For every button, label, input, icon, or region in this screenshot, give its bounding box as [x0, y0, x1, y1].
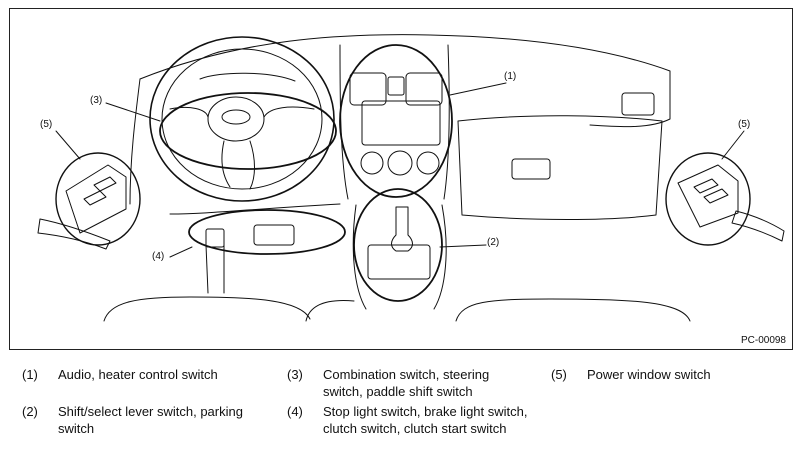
leader-line-4 — [169, 246, 193, 258]
callout-label-4: (4) — [152, 251, 165, 262]
left-door-trim — [37, 218, 111, 250]
legend-text: Shift/select lever switch, parking switc… — [58, 404, 243, 436]
callout-label-3: (3) — [90, 95, 103, 106]
leader-line-5-right — [721, 130, 745, 160]
inset-left-window-switch — [55, 152, 141, 246]
dash-lower-edge — [129, 78, 341, 215]
legend-text: Power window switch — [587, 367, 711, 382]
legend-number: (5) — [551, 367, 567, 382]
steering-wheel-rim — [149, 36, 335, 202]
console-sides — [352, 204, 447, 310]
leader-line-1 — [449, 82, 507, 96]
leader-line-2 — [439, 244, 487, 248]
legend-number: (3) — [287, 367, 303, 382]
legend: (1) Audio, heater control switch (2) Shi… — [0, 366, 804, 459]
hvac-knob-right — [416, 151, 440, 175]
dashboard-outline — [139, 34, 671, 128]
glove-box-handle — [511, 158, 551, 180]
callout-label-1: (1) — [504, 71, 517, 82]
left-switch-buttons — [83, 176, 117, 206]
pedal-post — [205, 244, 225, 294]
inset-right-window-switch — [665, 152, 751, 246]
callout-label-5-right: (5) — [738, 119, 751, 130]
glove-box — [457, 115, 663, 220]
shift-lever — [391, 206, 413, 252]
right-switch-panel — [677, 164, 739, 228]
callout-label-2: (2) — [487, 237, 500, 248]
figure-code: PC-00098 — [740, 335, 786, 346]
center-vent-left — [349, 72, 387, 106]
dashboard-line-drawing — [37, 34, 785, 322]
shift-gate — [367, 244, 431, 280]
legend-number: (2) — [22, 404, 38, 419]
center-vent-right — [405, 72, 443, 106]
hvac-knob-left — [360, 151, 384, 175]
gauge-cluster — [199, 72, 296, 82]
pedal-right — [253, 224, 295, 246]
callout-label-5-left: (5) — [40, 119, 53, 130]
right-switch-buttons — [693, 178, 729, 204]
steering-hub — [207, 96, 265, 142]
callout-1-highlight — [339, 44, 453, 198]
callout-2-highlight — [353, 188, 443, 302]
steering-spokes — [169, 106, 315, 190]
steering-emblem — [221, 109, 251, 125]
hazard-button — [387, 76, 405, 96]
left-switch-panel — [65, 164, 127, 234]
seat-left — [103, 296, 311, 322]
leader-line-3 — [105, 102, 161, 122]
seat-right — [455, 298, 691, 322]
figure-frame: (1) (2) (3) (4) (5) (5) PC-00098 — [9, 8, 793, 350]
legend-text: Combination switch, steering switch, pad… — [323, 367, 490, 399]
right-door-trim — [731, 210, 785, 242]
callout-4-highlight — [188, 209, 346, 255]
hvac-knob-center — [387, 150, 413, 176]
pedal-left — [205, 228, 225, 248]
legend-number: (1) — [22, 367, 38, 382]
audio-screen — [361, 100, 441, 146]
leader-line-5-left — [55, 130, 81, 160]
right-vent — [621, 92, 655, 116]
legend-number: (4) — [287, 404, 303, 419]
seat-center — [305, 300, 355, 322]
callout-3-highlight — [159, 92, 337, 170]
legend-text: Stop light switch, brake light switch, c… — [323, 404, 528, 436]
legend-text: Audio, heater control switch — [58, 367, 218, 382]
steering-wheel-inner — [161, 48, 323, 190]
